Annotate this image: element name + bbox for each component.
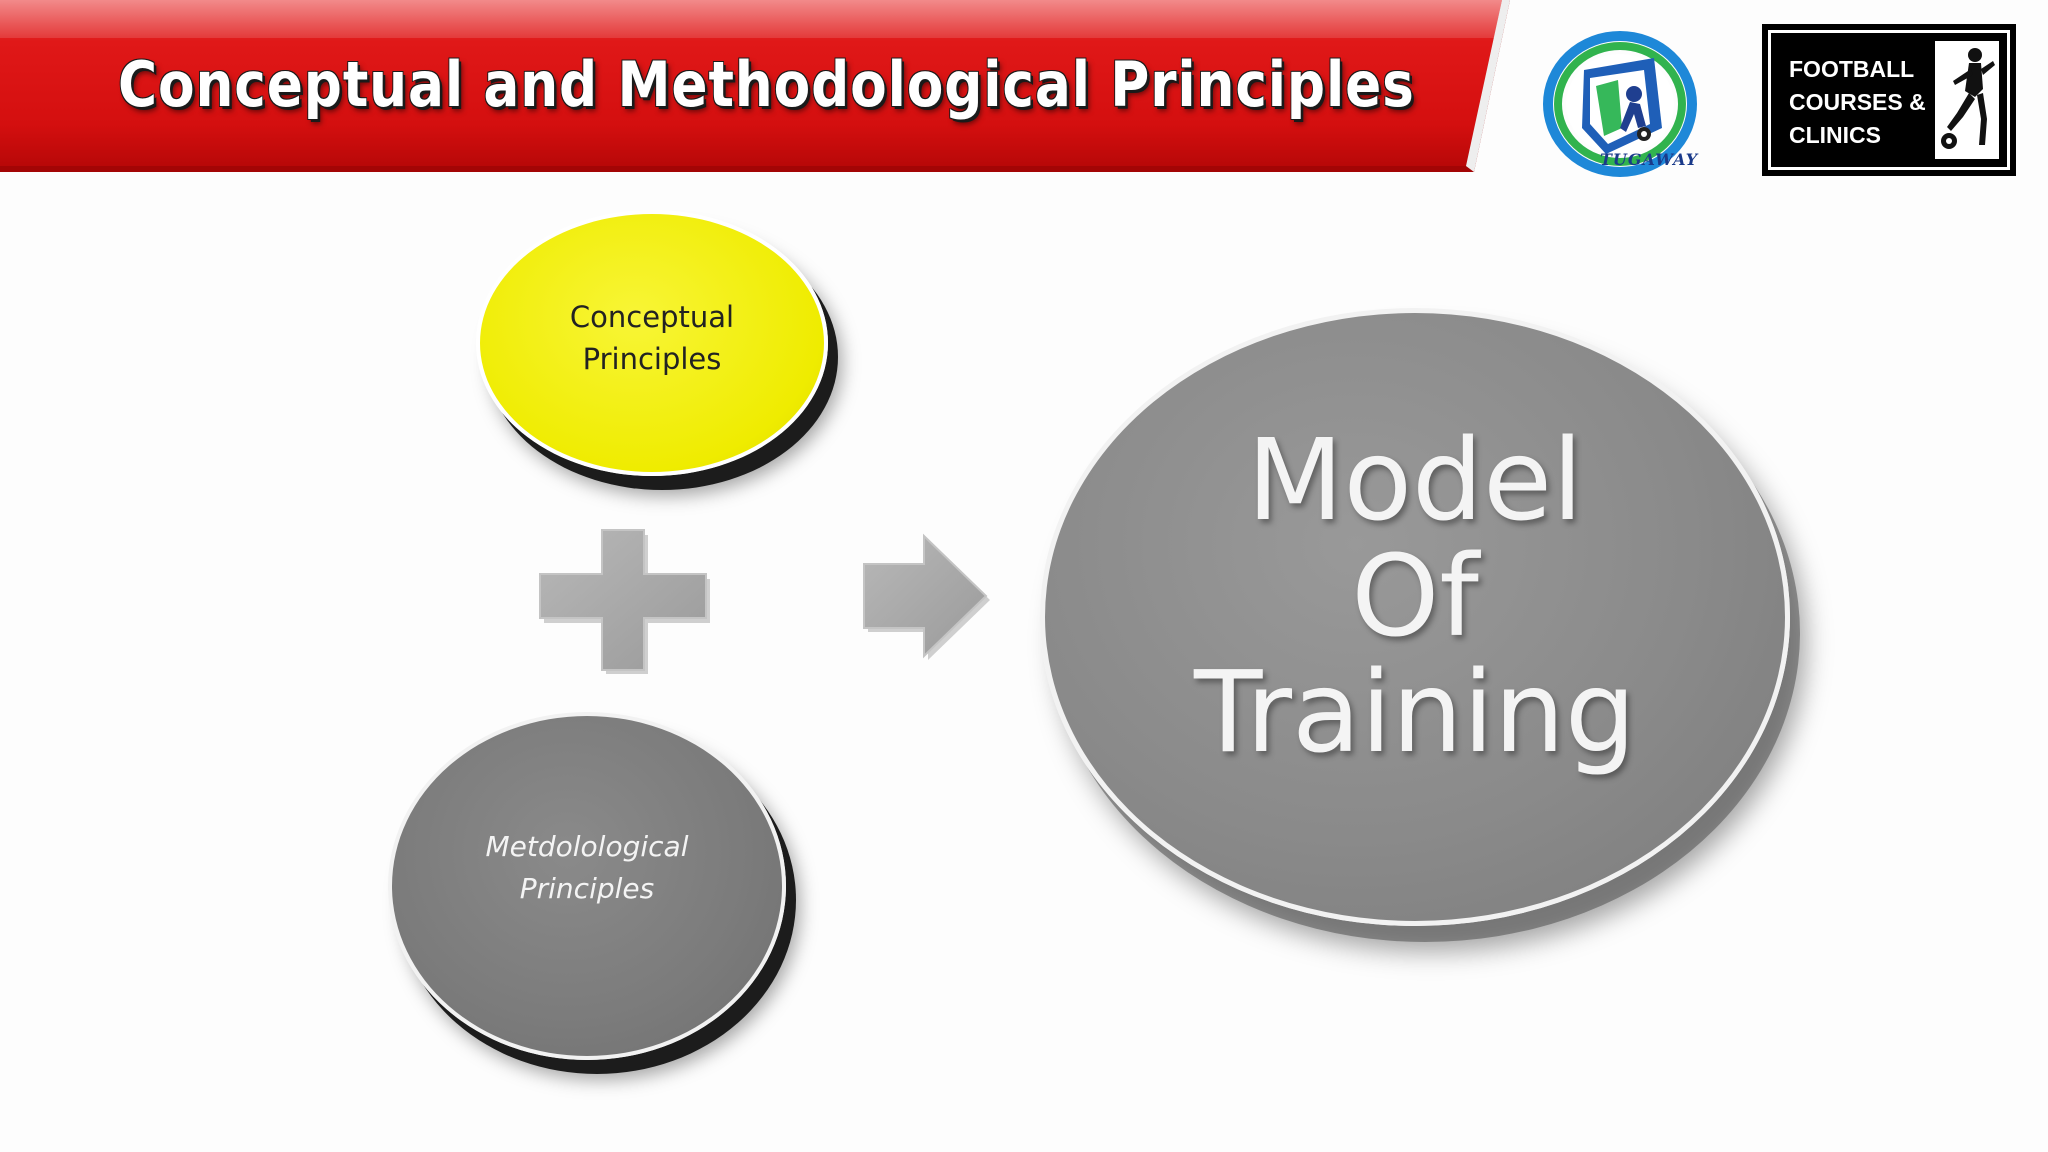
result-line-3: Training xyxy=(1194,648,1636,778)
header-banner xyxy=(0,0,1520,178)
conceptual-line-2: Principles xyxy=(582,342,722,376)
tugaway-logo-text: TUGAWAY xyxy=(1600,150,1699,169)
page-title: Conceptual and Methodological Principles xyxy=(118,48,1415,121)
fcc-line-3: CLINICS xyxy=(1789,122,1881,148)
tugaway-logo-icon xyxy=(1534,28,1714,184)
conceptual-line-1: Conceptual xyxy=(569,300,735,334)
football-courses-clinics-logo: FOOTBALL COURSES & CLINICS xyxy=(1762,24,2016,176)
football-player-icon xyxy=(1935,41,1999,159)
conceptual-principles-circle: Conceptual Principles xyxy=(476,210,828,476)
right-arrow-icon xyxy=(860,532,992,660)
methodological-line-2: Principles xyxy=(519,872,655,905)
methodological-principles-circle: Metdolological Principles xyxy=(388,712,786,1060)
fcc-line-2: COURSES & xyxy=(1789,89,1926,115)
fcc-logo-text: FOOTBALL COURSES & CLINICS xyxy=(1789,53,1926,152)
fcc-line-1: FOOTBALL xyxy=(1789,56,1915,82)
methodological-principles-label: Metdolological Principles xyxy=(486,826,689,910)
result-line-1: Model xyxy=(1246,416,1584,546)
plus-icon xyxy=(536,526,712,675)
conceptual-principles-label: Conceptual Principles xyxy=(570,296,734,380)
methodological-line-1: Metdolological xyxy=(485,830,689,863)
model-of-training-circle: Model Of Training xyxy=(1040,308,1790,926)
result-line-2: Of xyxy=(1351,532,1479,662)
model-of-training-label: Model Of Training xyxy=(1194,423,1636,771)
